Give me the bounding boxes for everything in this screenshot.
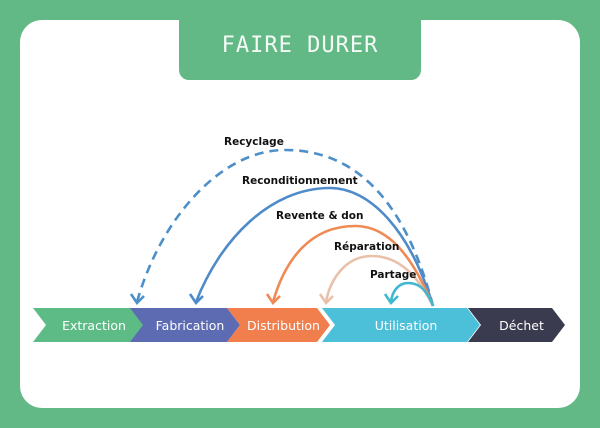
loop-label-partage: Partage (370, 269, 416, 281)
loop-arc-3 (324, 254, 435, 307)
loop-label-reparation: Réparation (334, 241, 399, 253)
arrowhead-icon (383, 293, 399, 306)
stage-dechet (468, 308, 565, 342)
stage-label: Déchet (499, 318, 544, 333)
page-title: FAIRE DURER (221, 32, 379, 58)
arrowhead-icon (318, 293, 334, 306)
loop-arc-1 (194, 186, 435, 307)
arrowhead-icon (265, 293, 281, 306)
stage-distribution (227, 308, 330, 342)
title-tab: FAIRE DURER (179, 0, 421, 80)
stage-label: Utilisation (375, 318, 438, 333)
arrowhead-icon (129, 293, 145, 306)
stage-label: Extraction (62, 318, 126, 333)
diagram-card (20, 20, 580, 408)
loop-label-reconditionnement: Reconditionnement (242, 175, 358, 187)
loop-arc-4 (389, 281, 435, 307)
stage-extraction (33, 308, 145, 342)
loop-arc-0 (135, 148, 435, 307)
arrowhead-icon (188, 293, 204, 306)
loop-arc-2 (271, 224, 435, 307)
stage-label: Fabrication (156, 318, 225, 333)
loop-label-revente: Revente & don (276, 210, 363, 222)
stage-label: Distribution (247, 318, 320, 333)
stage-fabrication (130, 308, 240, 342)
loop-label-recyclage: Recyclage (224, 136, 284, 148)
stage-utilisation (322, 308, 480, 342)
